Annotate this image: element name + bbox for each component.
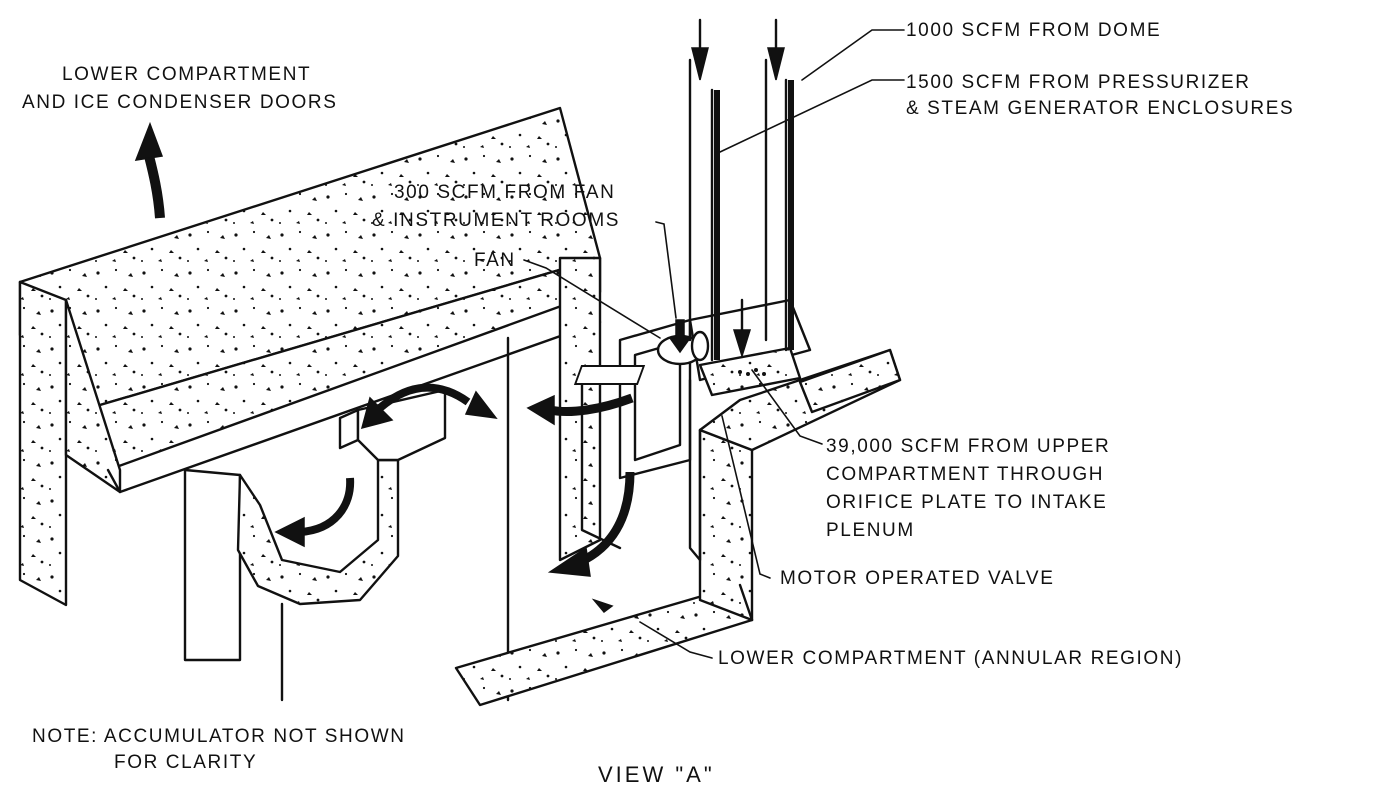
label-upper-flow-line2: COMPARTMENT THROUGH — [826, 464, 1104, 485]
view-title: VIEW "A" — [598, 762, 715, 787]
label-upper-flow-line3: ORIFICE PLATE TO INTAKE — [826, 492, 1107, 513]
flow-arrow-annular — [591, 598, 614, 614]
right-wall-segment — [798, 348, 902, 414]
label-dome-flow: 1000 SCFM FROM DOME — [906, 20, 1161, 41]
u-shaped-channel-structure — [183, 388, 447, 702]
flow-arrow-down-out — [547, 471, 635, 577]
label-lower-doors-line2: AND ICE CONDENSER DOORS — [22, 92, 338, 113]
label-fan: FAN — [474, 250, 516, 271]
label-upper-flow-line4: PLENUM — [826, 520, 915, 541]
left-wall-structure — [18, 106, 602, 702]
dome-flow-arrow-left — [691, 18, 709, 81]
label-pressurizer-flow-line2: & STEAM GENERATOR ENCLOSURES — [906, 98, 1294, 119]
label-fan-rooms-line2: & INSTRUMENT ROOMS — [372, 210, 620, 231]
label-pressurizer-flow-line1: 1500 SCFM FROM PRESSURIZER — [906, 72, 1251, 93]
label-upper-flow-line1: 39,000 SCFM FROM UPPER — [826, 436, 1110, 457]
dome-duct-left — [688, 58, 720, 362]
exhaust-arrow-up — [134, 121, 165, 219]
orifice-plate — [573, 365, 766, 385]
label-lower-doors-line1: LOWER COMPARTMENT — [62, 64, 311, 85]
label-motor-valve: MOTOR OPERATED VALVE — [780, 568, 1054, 589]
note-line2: FOR CLARITY — [114, 752, 257, 773]
label-annular-region: LOWER COMPARTMENT (ANNULAR REGION) — [718, 648, 1183, 669]
leader-lines — [523, 29, 905, 659]
pressurizer-flow-arrow — [732, 298, 752, 359]
flow-arrow-inner-channel — [274, 477, 355, 548]
flow-arrow-over-wall — [360, 383, 498, 430]
label-fan-rooms-line1: 300 SCFM FROM FAN — [394, 182, 615, 203]
dome-flow-arrow-right — [767, 18, 785, 81]
dome-duct-right — [764, 58, 794, 352]
note-line1: NOTE: ACCUMULATOR NOT SHOWN — [32, 726, 406, 747]
fan-rooms-flow-arrow — [668, 319, 692, 354]
flow-arrow-left-out — [526, 393, 634, 426]
